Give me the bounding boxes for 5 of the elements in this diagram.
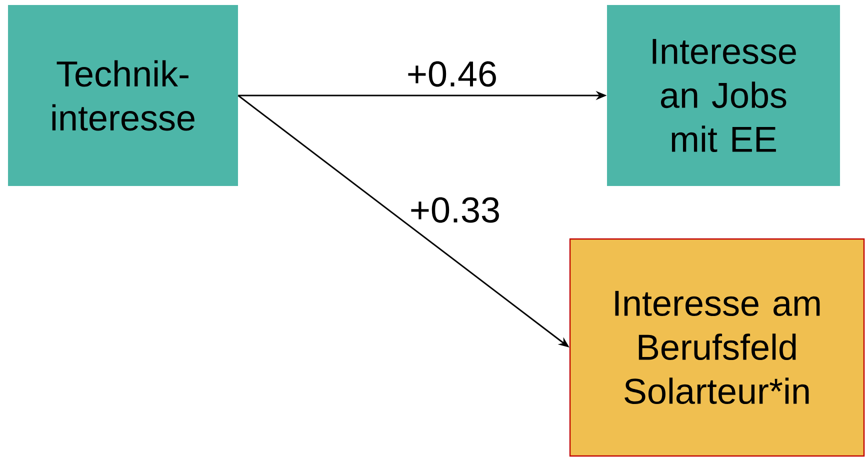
edge-label: +0.46 bbox=[405, 60, 499, 88]
process-box: Technik- interesse bbox=[8, 5, 238, 186]
edge-label: +0.33 bbox=[408, 196, 502, 224]
process-box: Interesse am Berufsfeld Solarteur*in bbox=[569, 238, 865, 457]
process-box: Interesse an Jobs mit EE bbox=[607, 5, 840, 186]
